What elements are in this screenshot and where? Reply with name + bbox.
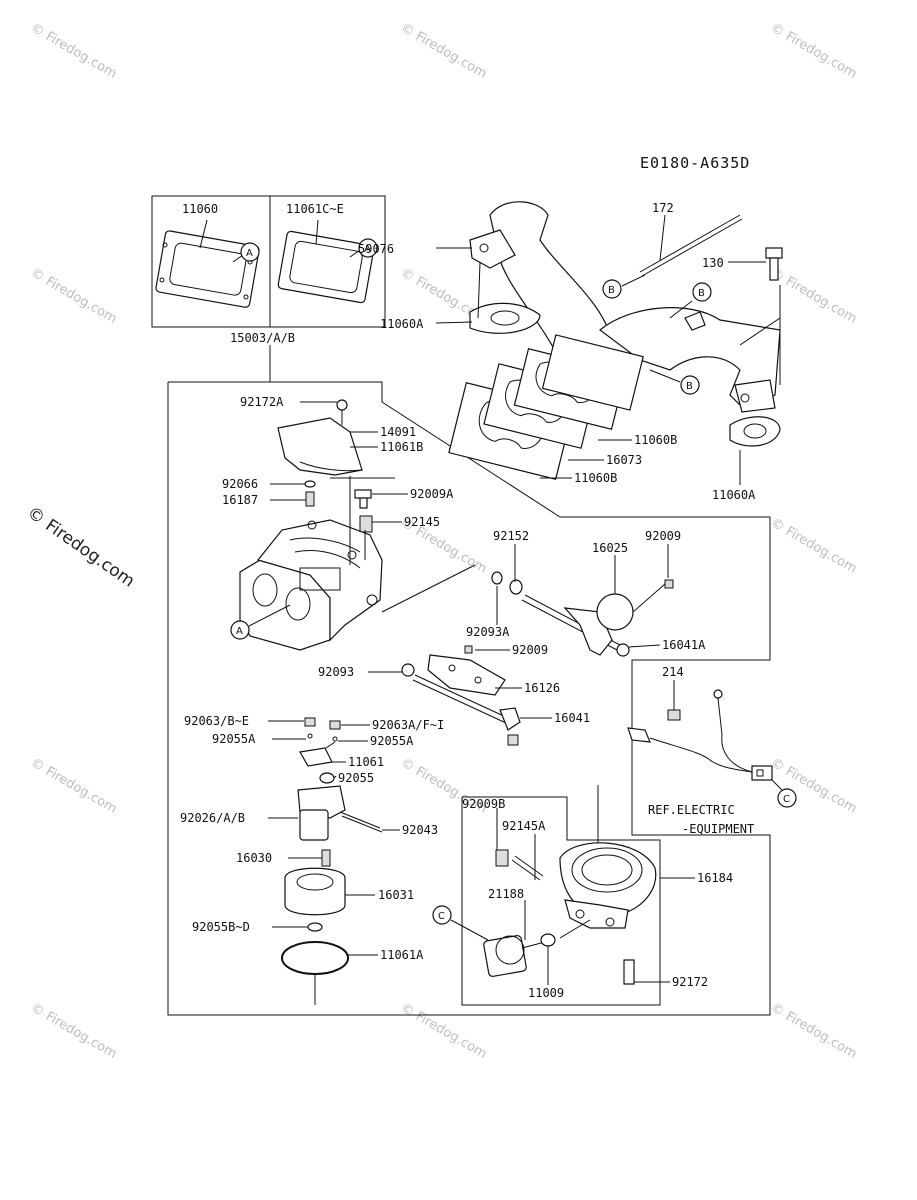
part-label: 92172 — [672, 975, 708, 989]
throttle-body-group: C — [432, 785, 695, 1006]
part-label: 92055A — [370, 734, 414, 748]
part-label: 92172A — [240, 395, 284, 409]
part-label: 92009A — [410, 487, 454, 501]
part-label: 11060A — [380, 317, 424, 331]
watermark: © Firedog.com — [768, 1000, 859, 1061]
part-label: 92055B~D — [192, 920, 250, 934]
part-label: 11060B — [574, 471, 617, 485]
part-label: REF.ELECTRIC — [648, 803, 735, 817]
callout-b-marker — [680, 375, 700, 395]
part-label: 15003/A/B — [230, 331, 295, 345]
callout-a: A — [364, 244, 371, 255]
part-label: 11061B — [380, 440, 423, 454]
part-label: 14091 — [380, 425, 416, 439]
gasket-box-11060: A 11060 — [151, 195, 271, 328]
part-label: 172 — [652, 201, 674, 215]
callout-c: C — [438, 911, 445, 922]
part-label: 11061 — [348, 755, 384, 769]
gasket-box-11061c-e: A 11061C~E — [269, 195, 386, 328]
callout-c-marker — [432, 905, 452, 925]
callout-c: C — [783, 794, 790, 805]
callout-b: B — [686, 381, 693, 392]
part-label: 92055 — [338, 771, 374, 785]
watermark: © Firedog.com — [398, 20, 489, 81]
part-label: 92063/B~E — [184, 714, 249, 728]
part-label: 92145 — [404, 515, 440, 529]
carburetor-assembly-frame — [167, 381, 771, 1016]
carburetor-body-group: A — [230, 399, 476, 651]
callout-b-marker — [692, 282, 712, 302]
callout-b: B — [698, 288, 705, 299]
part-label: 92152 — [493, 529, 529, 543]
part-label: 16030 — [236, 851, 272, 865]
callout-b: B — [608, 285, 615, 296]
part-label: 16031 — [378, 888, 414, 902]
watermark: © Firedog.com — [28, 265, 119, 326]
part-label: 16073 — [606, 453, 642, 467]
part-label: 16126 — [524, 681, 560, 695]
float-bowl-group — [268, 717, 400, 1005]
part-label: 11009 — [528, 986, 564, 1000]
part-label: 59076 — [358, 242, 394, 256]
part-label: 16041A — [662, 638, 706, 652]
part-label: 16041 — [554, 711, 590, 725]
watermark: © Firedog.com — [768, 755, 859, 816]
electric-equipment-group: C — [627, 680, 797, 808]
part-label: 92093 — [318, 665, 354, 679]
watermark: © Firedog.com — [768, 20, 859, 81]
part-label: 92009 — [512, 643, 548, 657]
throttle-shaft-group — [491, 544, 674, 657]
callout-a-marker — [358, 238, 378, 258]
callout-a: A — [236, 626, 243, 637]
part-label: 16187 — [222, 493, 258, 507]
part-label: 92066 — [222, 477, 258, 491]
callout-a-marker — [240, 242, 260, 262]
part-label: 92063A/F~I — [372, 718, 444, 732]
watermark: © Firedog.com — [28, 755, 119, 816]
part-label: 21188 — [488, 887, 524, 901]
watermark: © Firedog.com — [398, 1000, 489, 1061]
part-label: 92043 — [402, 823, 438, 837]
part-label: 92145A — [502, 819, 546, 833]
part-label: 11060B — [634, 433, 677, 447]
choke-shaft-group — [368, 645, 552, 746]
part-label: 214 — [662, 665, 684, 679]
part-label: 92009 — [645, 529, 681, 543]
watermark: © Firedog.com — [28, 20, 119, 81]
watermark: © Firedog.com — [768, 515, 859, 576]
callout-a: A — [246, 248, 253, 259]
intake-manifold-group: B B B — [435, 201, 783, 485]
watermark: © Firedog.com — [768, 265, 859, 326]
part-label: 92055A — [212, 732, 256, 746]
part-label: 11060A — [712, 488, 756, 502]
watermark: © Firedog.com — [28, 1000, 119, 1061]
part-label: 11061A — [380, 948, 424, 962]
part-label: 92093A — [466, 625, 510, 639]
part-label: 11060 — [182, 202, 218, 216]
diagram-code: E0180-A635D — [640, 154, 750, 172]
part-label: -EQUIPMENT — [682, 822, 754, 836]
part-label: 16025 — [592, 541, 628, 555]
side-watermark: © Firedog.com — [23, 503, 138, 592]
callout-c-marker — [777, 788, 797, 808]
part-label: 130 — [702, 256, 724, 270]
part-label: 11061C~E — [286, 202, 344, 216]
part-label: 92026/A/B — [180, 811, 245, 825]
callout-b-marker — [602, 279, 622, 299]
callout-a-marker — [230, 620, 250, 640]
part-label: 92009B — [462, 797, 505, 811]
part-label: 16184 — [697, 871, 733, 885]
